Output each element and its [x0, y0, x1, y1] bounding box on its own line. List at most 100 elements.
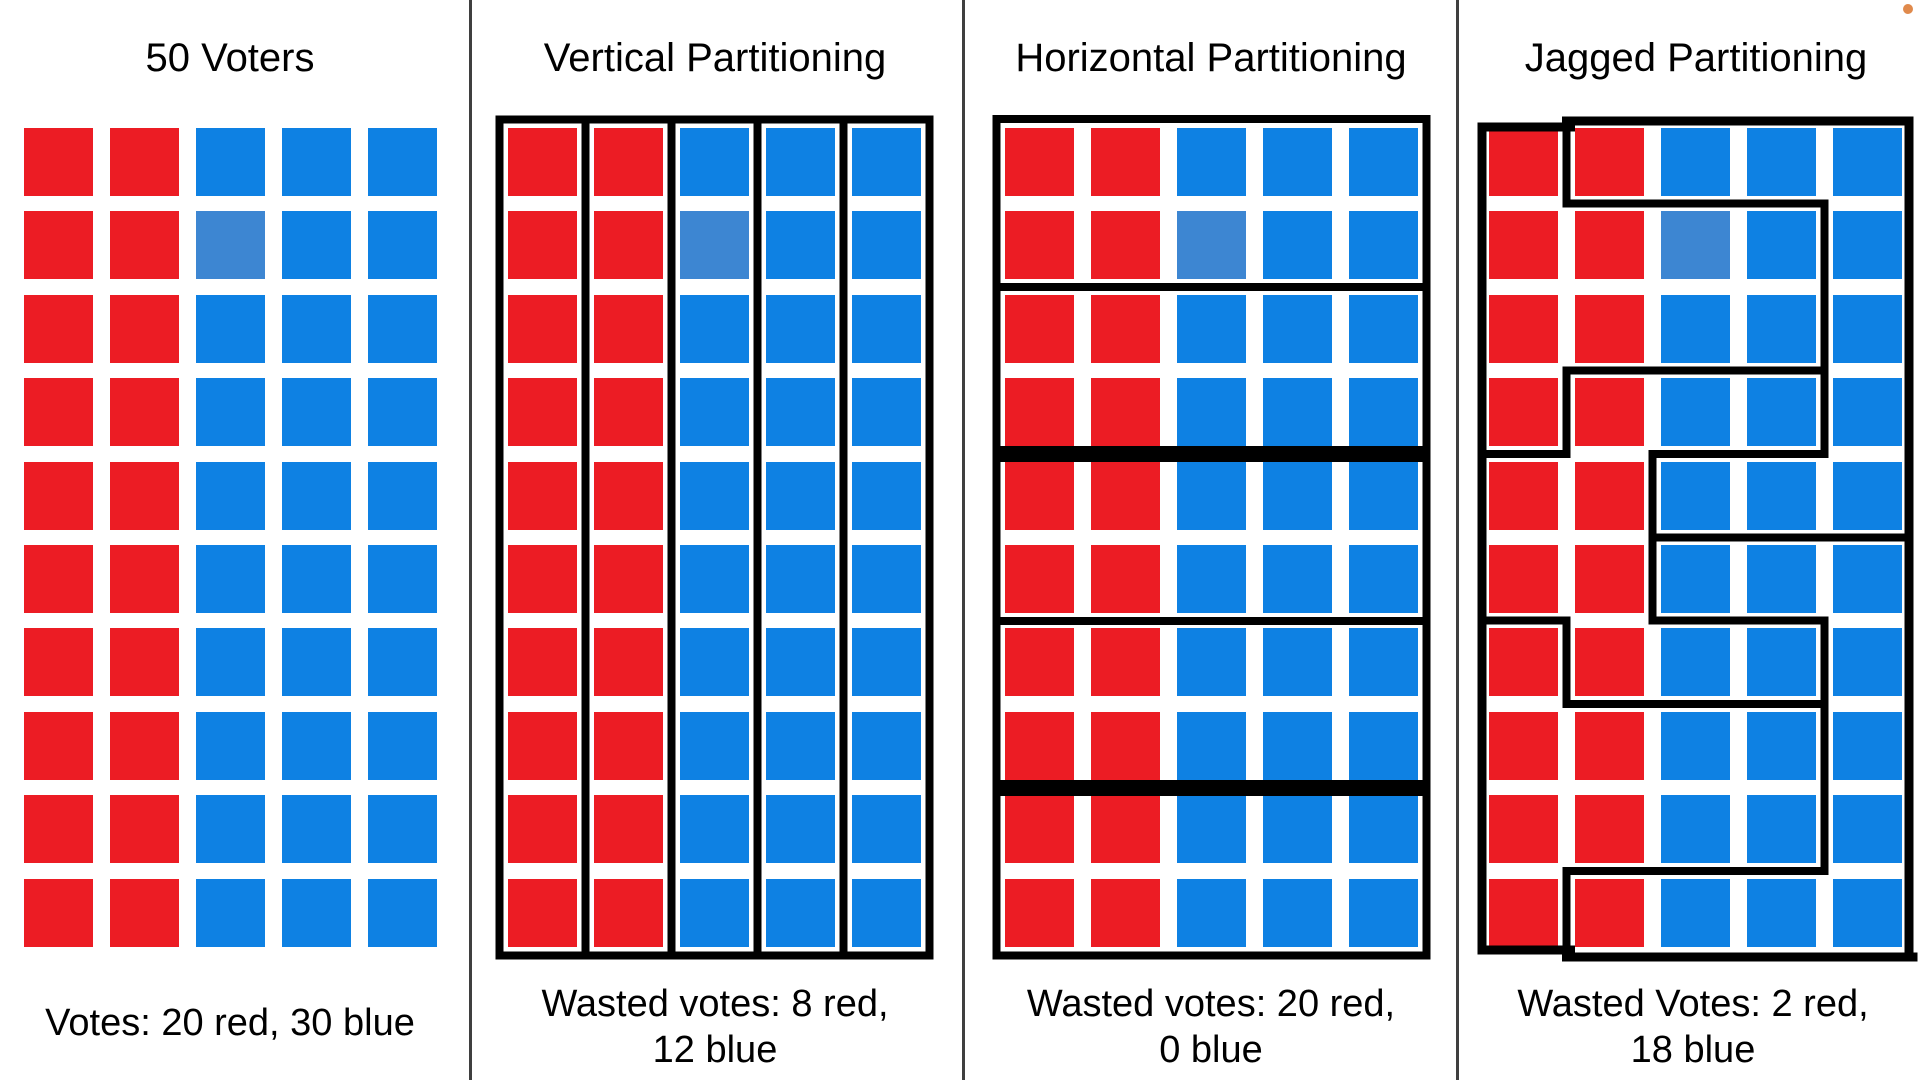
voter-square	[282, 545, 351, 613]
voter-square	[594, 295, 663, 363]
voter-square	[1747, 462, 1816, 530]
voter-square	[1661, 795, 1730, 863]
voter-square	[24, 879, 93, 947]
voter-square	[1349, 628, 1418, 696]
voter-square	[24, 628, 93, 696]
voter-square	[1575, 128, 1644, 196]
voter-square	[368, 545, 437, 613]
voter-square	[1263, 712, 1332, 780]
voter-square	[1005, 712, 1074, 780]
panel-caption-line2: 0 blue	[1159, 1029, 1263, 1071]
voter-square	[508, 378, 577, 446]
voter-square	[110, 462, 179, 530]
voter-grid	[24, 128, 437, 947]
voter-square	[282, 628, 351, 696]
voter-square	[1177, 545, 1246, 613]
voter-square	[368, 712, 437, 780]
voter-square	[1091, 795, 1160, 863]
voter-square	[24, 795, 93, 863]
voter-square	[1575, 295, 1644, 363]
voter-square	[1005, 628, 1074, 696]
voter-square	[282, 295, 351, 363]
voter-square	[1747, 128, 1816, 196]
voter-square	[1091, 295, 1160, 363]
voter-square	[1833, 128, 1902, 196]
voter-square	[1489, 211, 1558, 279]
voter-square	[1575, 879, 1644, 947]
voter-square	[282, 378, 351, 446]
voter-square	[1091, 378, 1160, 446]
voter-square	[680, 295, 749, 363]
voter-square	[1349, 879, 1418, 947]
voter-square	[594, 545, 663, 613]
voter-square	[1575, 712, 1644, 780]
voter-square	[1091, 628, 1160, 696]
voter-square	[852, 378, 921, 446]
voter-square	[852, 462, 921, 530]
voter-square	[110, 712, 179, 780]
voter-square	[1005, 211, 1074, 279]
voter-square	[368, 462, 437, 530]
panel-caption-line2: 12 blue	[653, 1029, 778, 1071]
voter-square	[1177, 795, 1246, 863]
voter-square	[680, 795, 749, 863]
panel-title: 50 Voters	[145, 36, 314, 80]
voter-grid	[495, 115, 934, 960]
voter-square	[24, 712, 93, 780]
voter-square	[1091, 545, 1160, 613]
voter-square	[196, 879, 265, 947]
voter-square	[24, 128, 93, 196]
voter-square	[1091, 462, 1160, 530]
voter-square	[1833, 462, 1902, 530]
panel-title: Vertical Partitioning	[544, 36, 886, 80]
voter-square	[1091, 128, 1160, 196]
voter-square	[852, 128, 921, 196]
voter-square	[1263, 378, 1332, 446]
voter-square	[368, 128, 437, 196]
voter-square	[110, 545, 179, 613]
voter-square	[1177, 879, 1246, 947]
voter-square	[680, 879, 749, 947]
voter-square	[680, 128, 749, 196]
voter-square	[1349, 295, 1418, 363]
voter-square	[1489, 128, 1558, 196]
voter-square	[24, 295, 93, 363]
voter-square	[1005, 545, 1074, 613]
voter-square	[1489, 295, 1558, 363]
panel-caption-line1: Wasted Votes: 2 red,	[1517, 983, 1868, 1025]
voter-square	[1575, 462, 1644, 530]
voter-square	[196, 795, 265, 863]
voter-square	[1747, 545, 1816, 613]
voter-square	[594, 795, 663, 863]
voter-square	[508, 128, 577, 196]
voter-square	[196, 378, 265, 446]
voter-square	[196, 211, 265, 279]
voter-square	[1575, 211, 1644, 279]
voter-square	[1489, 879, 1558, 947]
voter-square	[508, 879, 577, 947]
voter-square	[110, 879, 179, 947]
voter-square	[282, 128, 351, 196]
voter-square	[766, 795, 835, 863]
panel-caption-line2: 18 blue	[1631, 1029, 1756, 1071]
voter-square	[110, 211, 179, 279]
voter-square	[1833, 378, 1902, 446]
panel-caption-line1: Wasted votes: 8 red,	[541, 983, 888, 1025]
voter-square	[196, 295, 265, 363]
voter-square	[1489, 628, 1558, 696]
voter-square	[1489, 545, 1558, 613]
voter-square	[1661, 712, 1730, 780]
voter-square	[1661, 545, 1730, 613]
voter-square	[680, 545, 749, 613]
voter-square	[1661, 879, 1730, 947]
voter-square	[1349, 545, 1418, 613]
voter-square	[594, 378, 663, 446]
voter-square	[1575, 795, 1644, 863]
voter-square	[1177, 128, 1246, 196]
voter-square	[1177, 378, 1246, 446]
voter-square	[508, 795, 577, 863]
voter-square	[1263, 128, 1332, 196]
panel-vertical-partitioning: Vertical Partitioning Wasted votes: 8 re…	[495, 36, 934, 1071]
voter-square	[766, 712, 835, 780]
voter-square	[1177, 628, 1246, 696]
